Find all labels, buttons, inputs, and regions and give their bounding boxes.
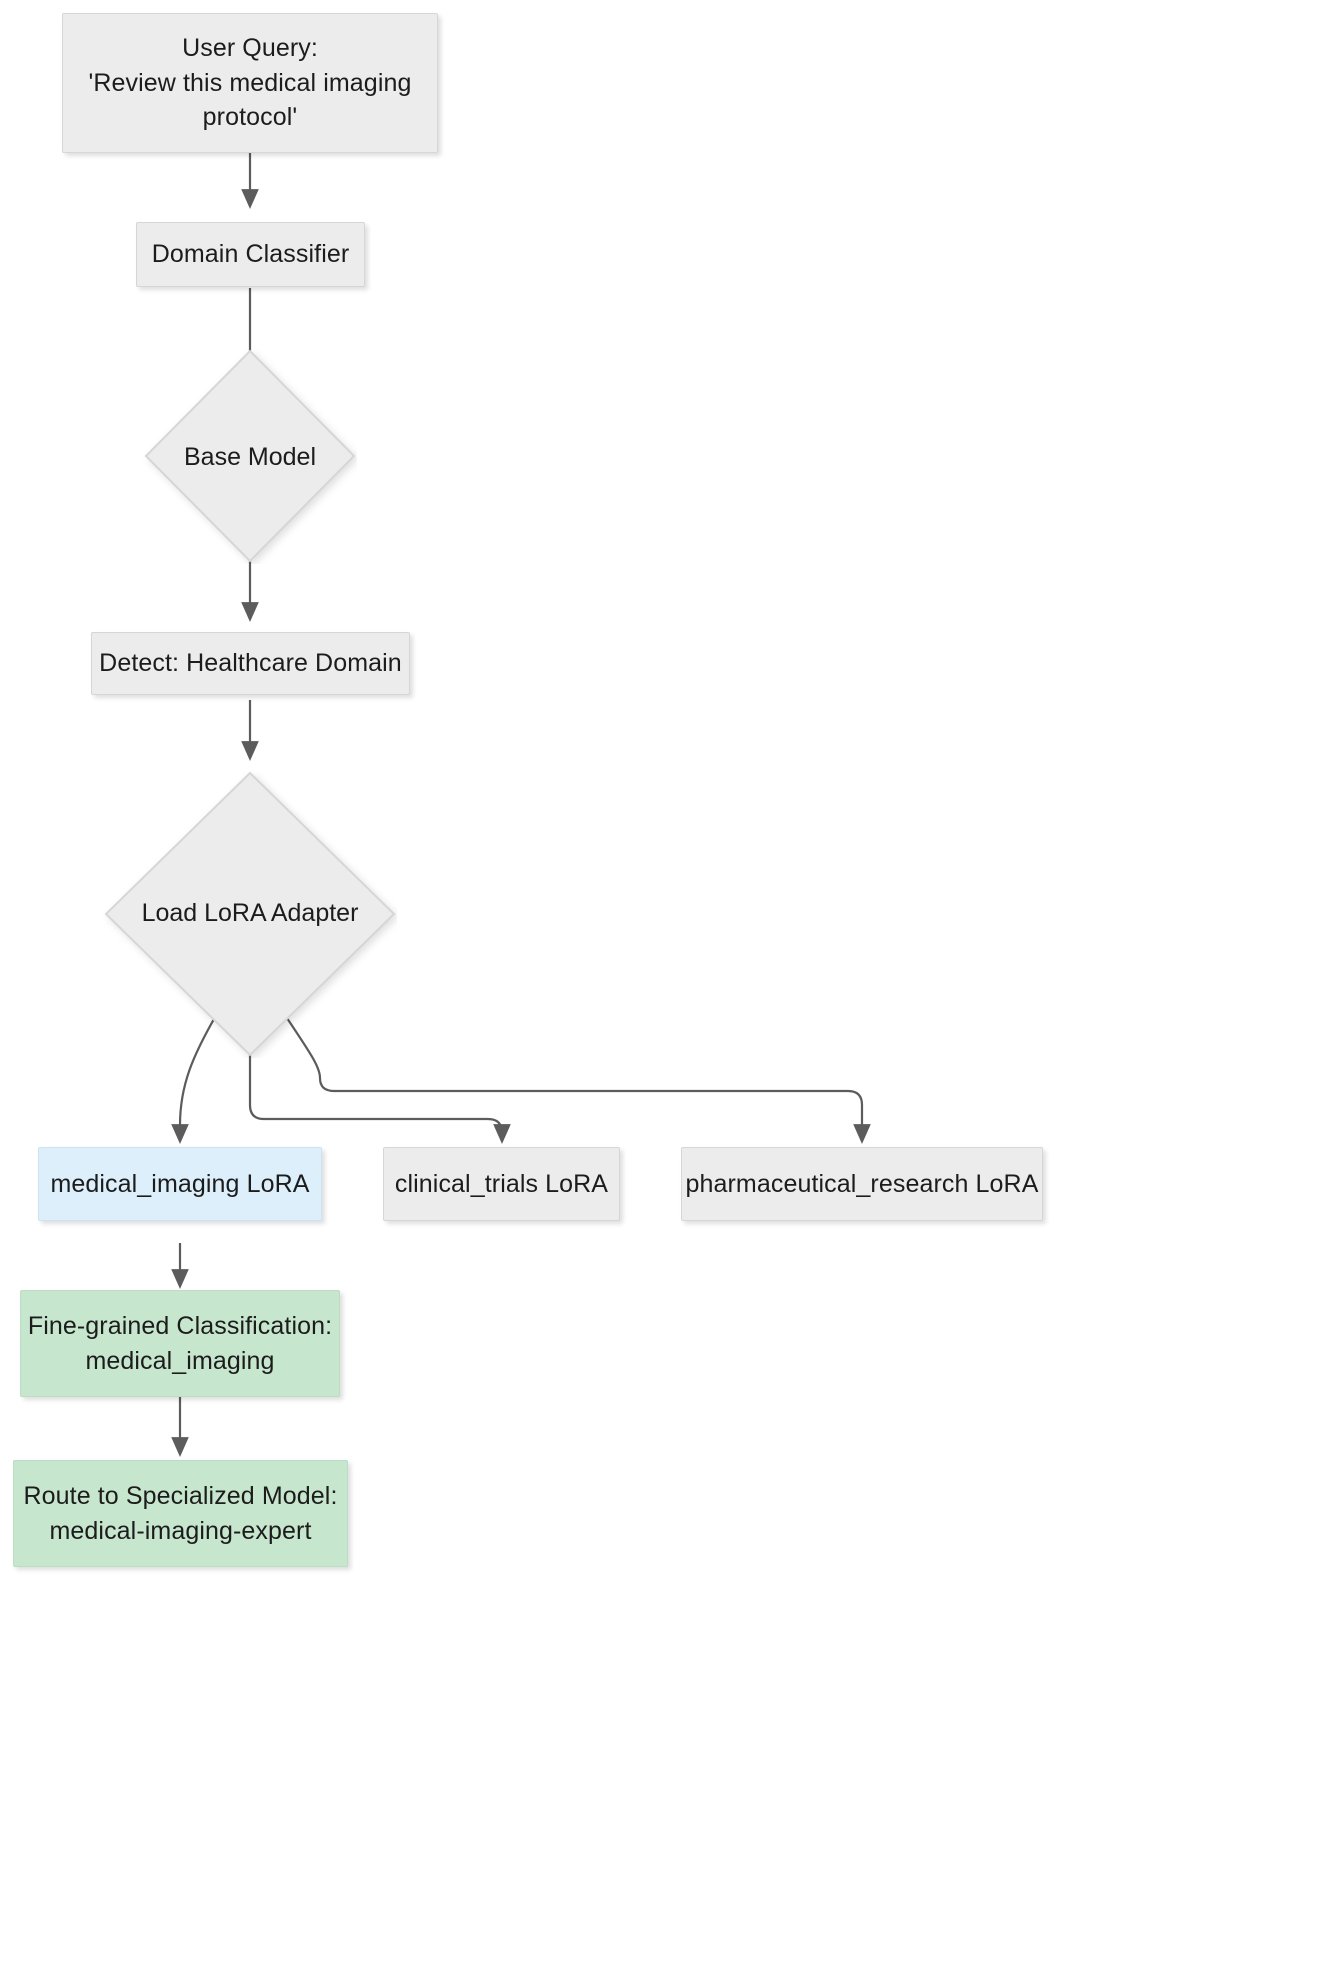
node-detect-healthcare-domain-label: Detect: Healthcare Domain [99,649,402,678]
node-base-model-label: Base Model [183,443,317,471]
node-user-query-label: User Query: 'Review this medical imaging… [88,34,412,132]
node-fine-grained-classification[interactable]: Fine-grained Classification: medical_ima… [20,1290,340,1397]
node-clinical-trials-lora-label: clinical_trials LoRA [394,1169,609,1198]
node-load-lora-adapter-label: Load LoRA Adapter [141,899,359,927]
node-pharmaceutical-research-lora[interactable]: pharmaceutical_research LoRA [681,1147,1043,1221]
node-medical-imaging-lora-label: medical_imaging LoRA [50,1169,310,1198]
node-load-lora-adapter[interactable]: Load LoRA Adapter [103,770,397,1058]
node-domain-classifier-label: Domain Classifier [151,240,350,269]
node-domain-classifier[interactable]: Domain Classifier [136,222,365,287]
node-pharmaceutical-research-lora-label: pharmaceutical_research LoRA [685,1169,1039,1198]
node-fine-grained-classification-label: Fine-grained Classification: medical_ima… [27,1312,333,1375]
edge-load-lora-to-clinical-trials [248,1046,511,1144]
node-detect-healthcare-domain[interactable]: Detect: Healthcare Domain [91,632,410,695]
node-base-model[interactable]: Base Model [143,348,357,564]
node-route-specialized-model[interactable]: Route to Specialized Model: medical-imag… [13,1460,348,1567]
node-user-query[interactable]: User Query: 'Review this medical imaging… [62,13,438,153]
node-medical-imaging-lora[interactable]: medical_imaging LoRA [38,1147,322,1221]
node-clinical-trials-lora[interactable]: clinical_trials LoRA [383,1147,620,1221]
base-model-diamond-shape [144,349,356,563]
load-lora-diamond-shape [104,771,396,1057]
node-route-specialized-model-label: Route to Specialized Model: medical-imag… [23,1482,338,1545]
